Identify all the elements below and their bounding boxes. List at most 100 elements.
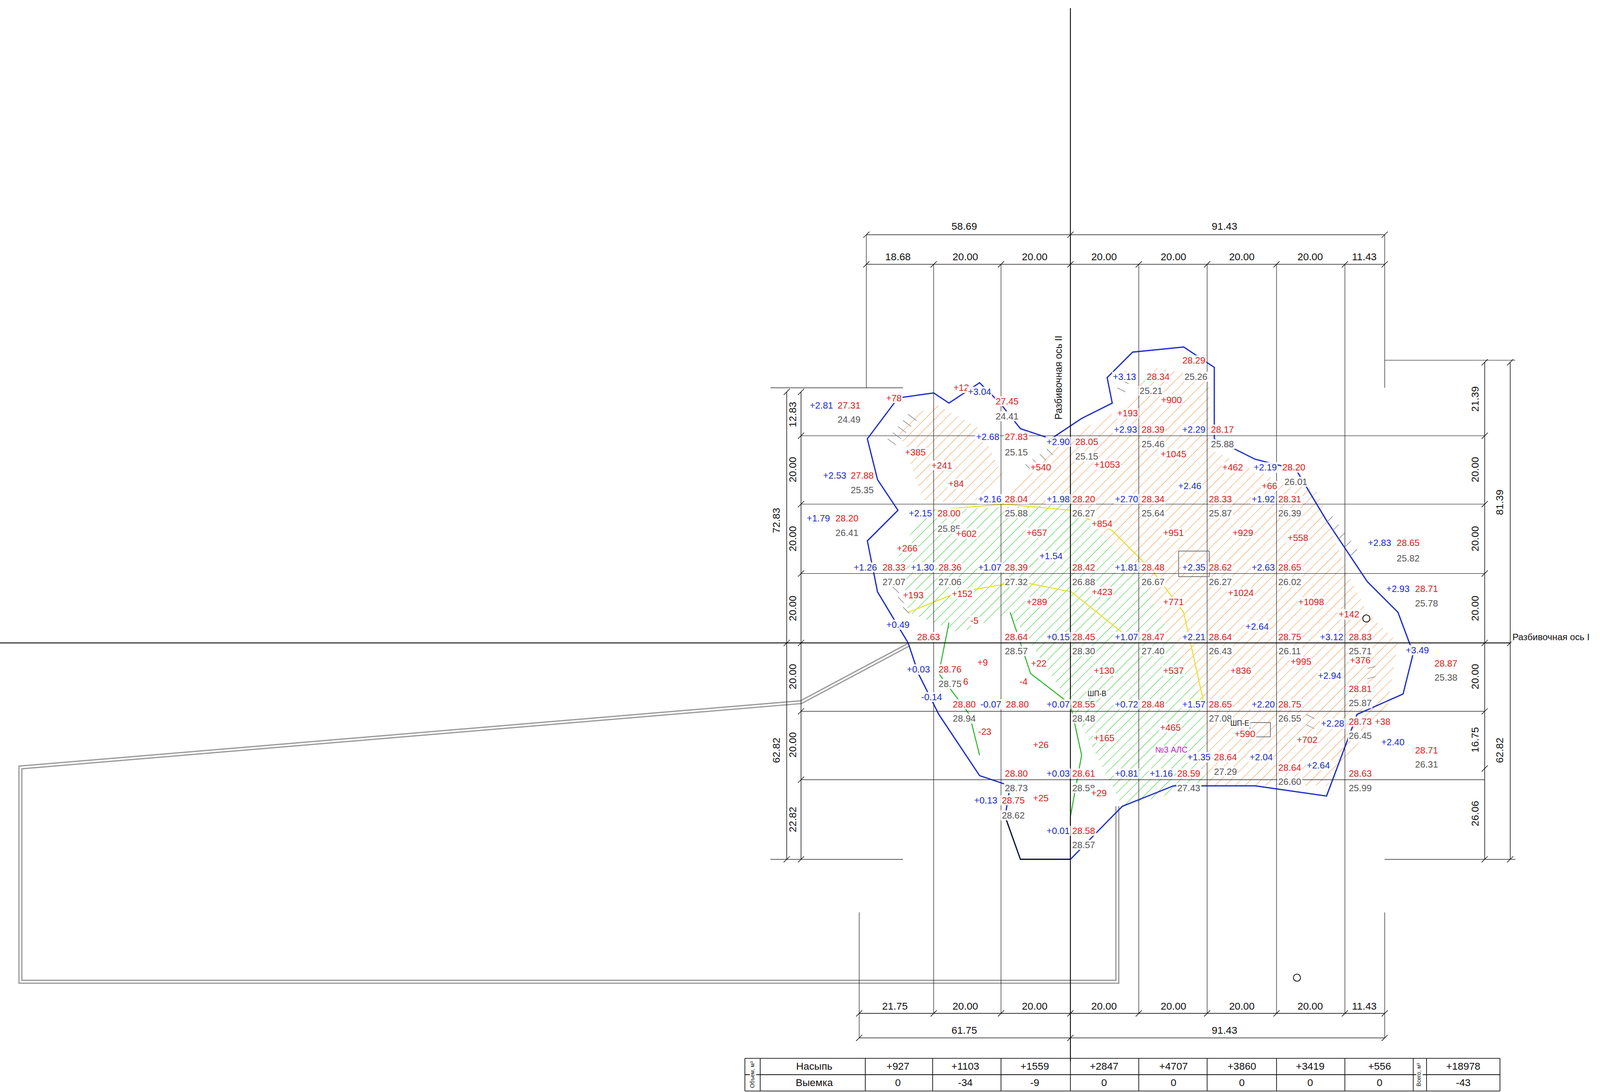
dimension-label: 20.00 bbox=[1296, 1000, 1324, 1012]
work-mark: +1.81 bbox=[1114, 562, 1140, 573]
existing-elevation: 26.88 bbox=[1071, 576, 1097, 587]
design-elevation: +193 bbox=[902, 590, 925, 601]
design-elevation: 28.33 bbox=[1207, 494, 1233, 505]
dimension-label: 11.43 bbox=[1351, 1000, 1378, 1012]
design-elevation: 28.64 bbox=[1277, 762, 1303, 773]
dimension-label: 16.75 bbox=[1469, 726, 1482, 754]
design-elevation: 28.04 bbox=[1004, 494, 1030, 505]
work-mark: +2.29 bbox=[1181, 424, 1207, 435]
work-mark: +0.03 bbox=[1045, 768, 1071, 779]
design-elevation: +995 bbox=[1289, 656, 1313, 667]
existing-elevation: 27.43 bbox=[1176, 782, 1202, 793]
existing-elevation: 25.71 bbox=[1347, 646, 1373, 657]
existing-elevation: 25.64 bbox=[1140, 508, 1166, 519]
design-elevation: +78 bbox=[885, 393, 903, 404]
dimension-label: 58.69 bbox=[950, 221, 979, 233]
work-mark: +0.13 bbox=[973, 794, 999, 805]
design-elevation: 28.45 bbox=[1071, 631, 1097, 642]
design-elevation: 27.88 bbox=[849, 470, 875, 481]
dimension-label: Разбивочная ось II bbox=[1053, 334, 1065, 421]
work-mark: +3.13 bbox=[1111, 371, 1137, 382]
work-mark: +2.04 bbox=[1248, 752, 1274, 763]
table-cell: +927 bbox=[885, 1060, 911, 1073]
work-mark: +1.54 bbox=[1038, 550, 1064, 561]
dimension-label: 20.00 bbox=[951, 251, 980, 263]
existing-elevation: 25.82 bbox=[1395, 553, 1421, 564]
work-mark: +3.12 bbox=[1319, 631, 1345, 642]
work-mark: +2.70 bbox=[1114, 494, 1140, 505]
table-cell: +18978 bbox=[1445, 1060, 1482, 1073]
design-elevation: 28.33 bbox=[881, 562, 907, 573]
design-elevation: 28.80 bbox=[1004, 768, 1030, 779]
table-cell: -34 bbox=[957, 1076, 974, 1089]
work-mark: +1.07 bbox=[1114, 631, 1140, 642]
work-mark: -0.07 bbox=[979, 699, 1003, 710]
dimension-label: 21.39 bbox=[1469, 385, 1482, 413]
table-cell: 0 bbox=[1100, 1076, 1108, 1089]
design-elevation: 28.71 bbox=[1413, 744, 1439, 755]
work-mark: -0.14 bbox=[920, 691, 944, 702]
design-elevation: 28.42 bbox=[1071, 562, 1097, 573]
table-cell: Насыпь bbox=[795, 1060, 834, 1073]
existing-elevation: 28.48 bbox=[1071, 713, 1097, 724]
work-mark: +2.16 bbox=[977, 494, 1003, 505]
dimension-label: 20.00 bbox=[1228, 1000, 1256, 1012]
work-mark: +0.07 bbox=[1045, 699, 1071, 710]
existing-elevation: 27.07 bbox=[881, 576, 907, 587]
existing-elevation: 26.55 bbox=[1277, 713, 1303, 724]
design-elevation: +537 bbox=[1162, 665, 1185, 676]
work-mark: +2.83 bbox=[1367, 537, 1393, 548]
existing-elevation: 25.15 bbox=[1074, 450, 1100, 461]
table-cell: +1559 bbox=[1019, 1060, 1050, 1073]
utility-label: №3 АЛС bbox=[1154, 745, 1189, 755]
existing-elevation: 25.78 bbox=[1413, 597, 1439, 608]
dimension-label: 20.00 bbox=[787, 524, 799, 553]
table-cell: 0 bbox=[1306, 1076, 1314, 1089]
design-elevation: 28.48 bbox=[1140, 699, 1166, 710]
work-mark: +2.21 bbox=[1181, 631, 1207, 642]
design-elevation: 28.75 bbox=[1277, 699, 1303, 710]
existing-elevation: 25.88 bbox=[1210, 439, 1236, 450]
work-mark: +0.49 bbox=[885, 619, 911, 630]
work-mark: +1.30 bbox=[909, 562, 935, 573]
design-elevation: +84 bbox=[947, 478, 965, 489]
dimension-label: 11.43 bbox=[1351, 251, 1378, 263]
existing-elevation: 27.06 bbox=[937, 576, 963, 587]
existing-elevation: 25.87 bbox=[1347, 697, 1373, 708]
design-elevation: +657 bbox=[1025, 527, 1048, 538]
work-mark: +1.35 bbox=[1186, 752, 1212, 763]
design-elevation: +193 bbox=[1116, 408, 1139, 419]
dimension-label: 72.83 bbox=[771, 506, 783, 535]
dimension-label: 26.06 bbox=[1469, 799, 1482, 828]
design-elevation: +25 bbox=[1032, 792, 1050, 803]
design-elevation: +9 bbox=[976, 657, 989, 668]
work-mark: +2.53 bbox=[822, 470, 848, 481]
dimension-label: 20.00 bbox=[951, 1000, 980, 1012]
dimension-label: 20.00 bbox=[1020, 251, 1049, 263]
existing-elevation: 28.57 bbox=[1004, 646, 1030, 657]
design-elevation: +602 bbox=[954, 528, 978, 539]
work-mark: +2.94 bbox=[1317, 670, 1343, 681]
design-elevation: +900 bbox=[1160, 394, 1183, 405]
design-elevation: 28.34 bbox=[1145, 371, 1171, 382]
work-mark: +0.72 bbox=[1114, 699, 1140, 710]
work-mark: +2.68 bbox=[975, 431, 1001, 442]
design-elevation: 28.61 bbox=[1071, 768, 1097, 779]
dimension-label: 20.00 bbox=[1296, 251, 1324, 263]
work-mark: +2.35 bbox=[1181, 562, 1207, 573]
dimension-label: ШП-В bbox=[1086, 690, 1108, 698]
existing-elevation: 26.01 bbox=[1283, 476, 1309, 487]
work-mark: +1.92 bbox=[1250, 494, 1276, 505]
existing-elevation: 28.62 bbox=[1000, 810, 1026, 821]
work-mark: +2.64 bbox=[1305, 760, 1331, 771]
design-elevation: 28.36 bbox=[937, 562, 963, 573]
design-elevation: 28.80 bbox=[1004, 699, 1030, 710]
design-elevation: +22 bbox=[1029, 658, 1048, 669]
existing-elevation: 28.94 bbox=[951, 713, 977, 724]
design-elevation: 28.65 bbox=[1207, 699, 1233, 710]
existing-elevation: 25.26 bbox=[1183, 371, 1209, 382]
design-elevation: 28.55 bbox=[1071, 699, 1097, 710]
work-mark: +2.20 bbox=[1250, 699, 1276, 710]
table-cell: 0 bbox=[1375, 1076, 1383, 1089]
